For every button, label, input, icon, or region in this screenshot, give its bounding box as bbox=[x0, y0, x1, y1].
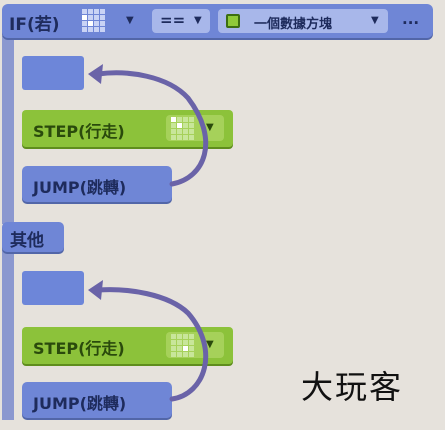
condition-dropdown[interactable]: 一個數據方塊 ▼ bbox=[218, 9, 388, 33]
jump-block[interactable]: JUMP(跳轉) bbox=[22, 382, 172, 418]
chevron-down-icon[interactable]: ▼ bbox=[126, 15, 134, 26]
jump-block-label: JUMP(跳轉) bbox=[33, 178, 127, 197]
jump-arrow bbox=[95, 287, 209, 402]
step-block-label: STEP(行走) bbox=[33, 122, 125, 141]
else-container-stripe bbox=[2, 250, 14, 420]
green-square-icon bbox=[226, 14, 240, 28]
else-block-label: 其他 bbox=[10, 231, 44, 251]
chevron-down-icon: ▼ bbox=[206, 122, 214, 133]
jump-arrow bbox=[95, 70, 209, 187]
step-direction-dropdown[interactable]: ▼ bbox=[166, 332, 224, 358]
direction-grid-icon bbox=[171, 117, 194, 140]
if-block-label: IF(若) bbox=[9, 15, 60, 35]
operator-value: == bbox=[160, 11, 186, 29]
jump-block[interactable]: JUMP(跳轉) bbox=[22, 166, 172, 202]
chevron-down-icon: ▼ bbox=[371, 15, 379, 26]
chevron-down-icon: ▼ bbox=[206, 339, 214, 350]
arrow-head-icon bbox=[88, 280, 103, 300]
if-container-stripe bbox=[2, 36, 14, 224]
step-block[interactable]: STEP(行走) ▼ bbox=[22, 327, 233, 364]
jump-target-slot[interactable] bbox=[22, 56, 84, 90]
step-direction-dropdown[interactable]: ▼ bbox=[166, 115, 224, 141]
else-block[interactable]: 其他 bbox=[2, 222, 64, 252]
if-block[interactable]: IF(若) ▼ == ▼ 一個數據方塊 ▼ ... bbox=[2, 4, 433, 38]
jump-target-slot[interactable] bbox=[22, 271, 84, 305]
direction-grid-icon bbox=[171, 334, 194, 357]
data-grid-icon[interactable] bbox=[82, 9, 105, 32]
jump-block-label: JUMP(跳轉) bbox=[33, 394, 127, 413]
more-options-button[interactable]: ... bbox=[402, 10, 420, 28]
chevron-down-icon: ▼ bbox=[194, 15, 202, 26]
operator-dropdown[interactable]: == ▼ bbox=[152, 9, 210, 33]
step-block-label: STEP(行走) bbox=[33, 339, 125, 358]
watermark: 大玩客 bbox=[301, 368, 404, 406]
arrow-head-icon bbox=[88, 64, 103, 84]
condition-value: 一個數據方塊 bbox=[254, 17, 333, 32]
